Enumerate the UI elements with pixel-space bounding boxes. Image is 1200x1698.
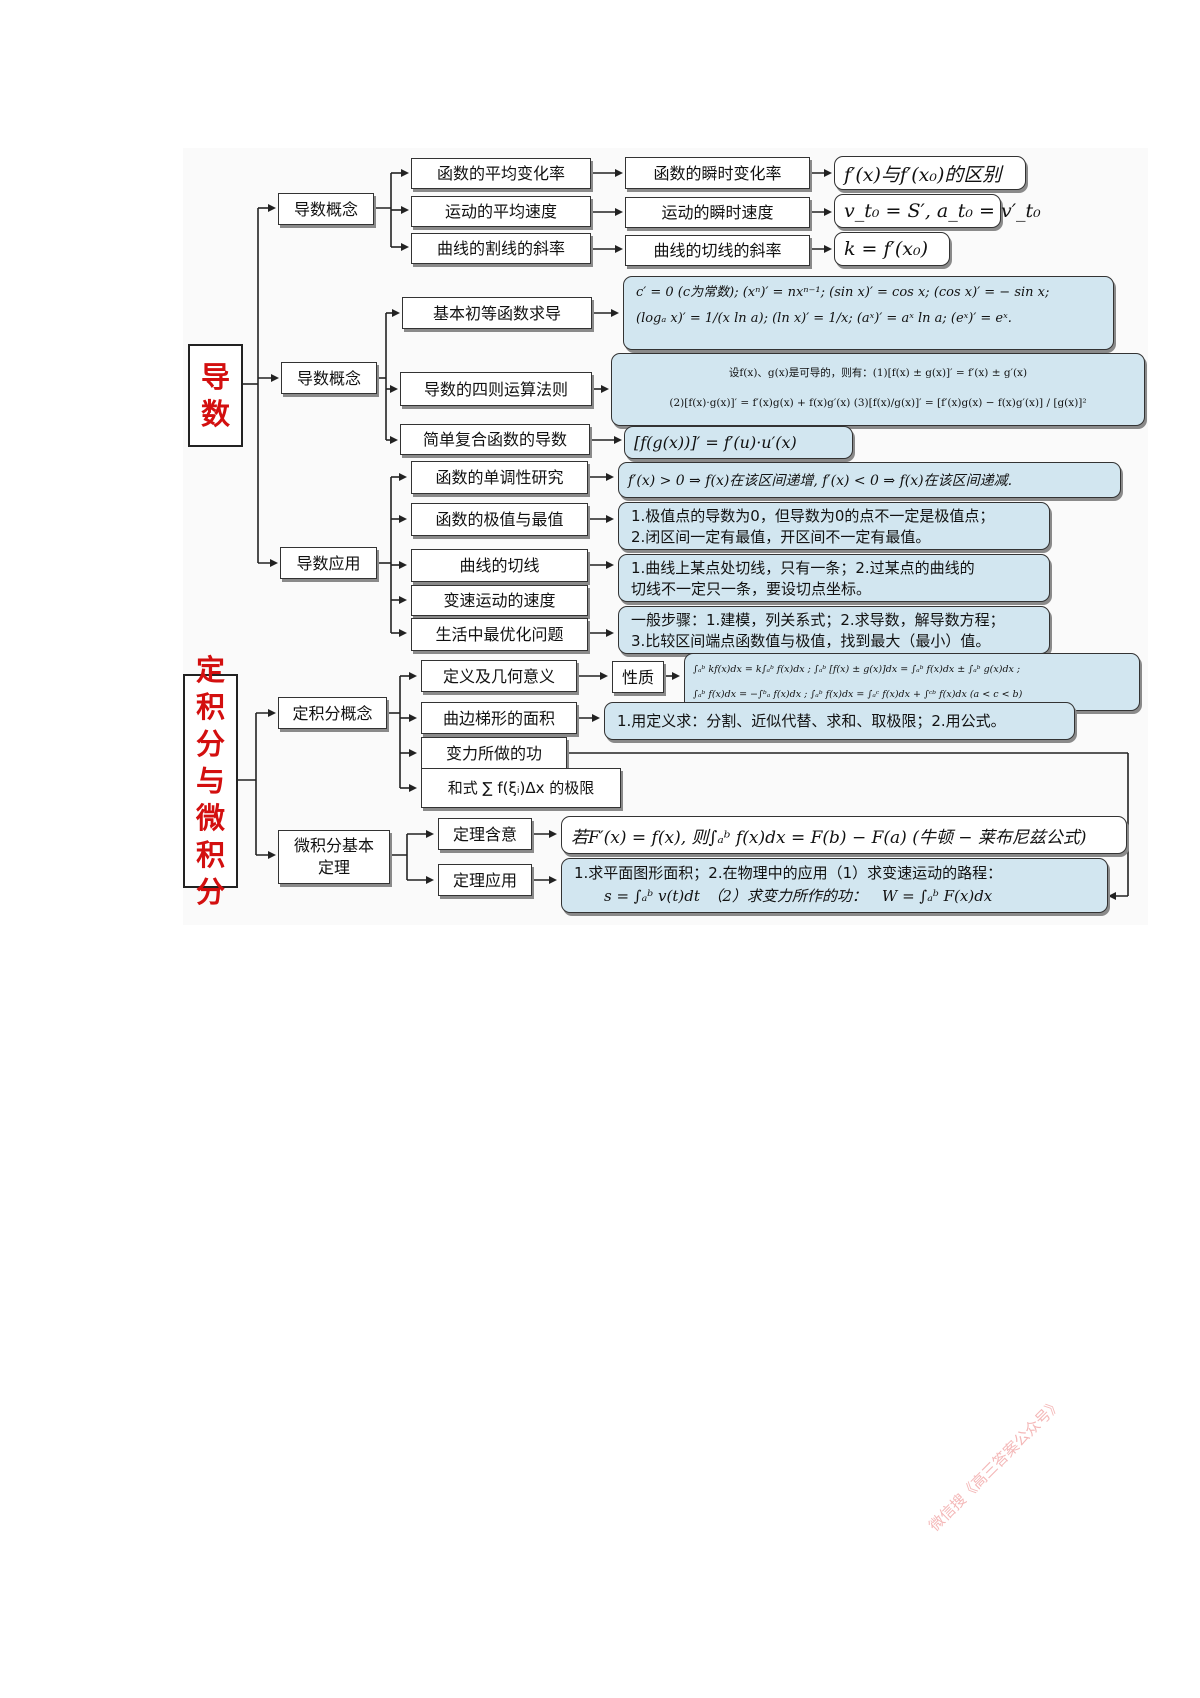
formula-monotonicity: f′(x) > 0 ⇒ f(x)在该区间递增, f′(x) < 0 ⇒ f(x)… (618, 462, 1121, 498)
root-integral: 定积分与微积分 (183, 653, 238, 909)
leaf-variable-speed: 变速运动的速度 (411, 585, 588, 616)
leaf-instantaneous-rate: 函数的瞬时变化率 (625, 157, 810, 189)
leaf-monotonicity: 函数的单调性研究 (411, 461, 588, 494)
leaf-composite-derivative: 简单复合函数的导数 (400, 424, 590, 455)
note-extrema-line-2: 2.闭区间一定有最值，开区间不一定有最值。 (631, 528, 931, 546)
formula-integral-prop-1: ∫ₐᵇ kf(x)dx = k∫ₐᵇ f(x)dx ; ∫ₐᵇ [f(x) ± … (693, 664, 1021, 675)
leaf-four-rules: 导数的四则运算法则 (400, 372, 592, 406)
leaf-optimization: 生活中最优化问题 (411, 618, 588, 651)
root-derivative: 导 数 (188, 344, 243, 447)
branch-integral-concept: 定积分概念 (278, 697, 387, 729)
leaf-variable-force-work: 变力所做的功 (421, 737, 567, 769)
note-tangent-line-2: 切线不一定只一条，要设切点坐标。 (631, 580, 872, 598)
leaf-definition-meaning: 定义及几何意义 (421, 660, 577, 692)
branch-derivative-concept-1: 导数概念 (278, 193, 374, 225)
leaf-average-rate: 函数的平均变化率 (411, 158, 591, 189)
leaf-basic-derivatives: 基本初等函数求导 (402, 297, 592, 329)
formula-rules-line-1: 设f(x)、g(x)是可导的，则有：(1)[f(x) ± g(x)]′ = f′… (728, 367, 1028, 379)
leaf-tangent-line: 曲线的切线 (411, 549, 588, 582)
leaf-property: 性质 (612, 661, 664, 693)
note-theorem-application-line-2: s = ∫ₐᵇ v(t)dt （2）求变力所作的功： W = ∫ₐᵇ F(x)d… (604, 887, 993, 905)
leaf-theorem-meaning: 定理含意 (438, 818, 532, 850)
formula-basic-derivatives: c′ = 0 (c为常数); (xⁿ)′ = nxⁿ⁻¹; (sin x)′ =… (623, 276, 1114, 350)
leaf-secant-slope: 曲线的割线的斜率 (411, 233, 591, 264)
leaf-extrema: 函数的极值与最值 (411, 503, 588, 536)
leaf-instantaneous-speed: 运动的瞬时速度 (625, 197, 810, 228)
note-extrema: 1.极值点的导数为0，但导数为0的点不一定是极值点； 2.闭区间一定有最值，开区… (618, 502, 1050, 550)
formula-velocity: v_t₀ = S′, a_t₀ = v′_t₀ (834, 194, 1041, 228)
formula-slope: k = f′(x₀) (834, 232, 950, 266)
note-tangent-line-1: 1.曲线上某点处切线，只有一条；2.过某点的曲线的 (631, 559, 975, 577)
leaf-average-speed: 运动的平均速度 (411, 196, 591, 227)
formula-distinction: f′(x)与f′(x₀)的区别 (834, 156, 1026, 190)
formula-rules-line-2: (2)[f(x)·g(x)]′ = f′(x)g(x) + f(x)g′(x) … (669, 397, 1087, 409)
formula-basic-line-1: c′ = 0 (c为常数); (xⁿ)′ = nxⁿ⁻¹; (sin x)′ =… (636, 285, 1050, 300)
note-optimization-line-1: 一般步骤：1.建模，列关系式；2.求导数，解导数方程； (631, 611, 1005, 629)
note-area: 1.用定义求：分割、近似代替、求和、取极限；2.用公式。 (604, 702, 1075, 740)
note-extrema-line-1: 1.极值点的导数为0，但导数为0的点不一定是极值点； (631, 507, 995, 525)
leaf-tangent-slope: 曲线的切线的斜率 (625, 235, 810, 266)
note-theorem-application-line-1: 1.求平面图形面积；2.在物理中的应用（1）求变速运动的路程： (574, 864, 1003, 882)
branch-derivative-application: 导数应用 (280, 547, 377, 579)
formula-basic-line-2: (logₐ x)′ = 1/(x ln a); (ln x)′ = 1/x; (… (636, 311, 1012, 326)
leaf-trapezoid-area: 曲边梯形的面积 (421, 702, 577, 734)
branch-derivative-concept-2: 导数概念 (281, 362, 377, 394)
note-tangent-line: 1.曲线上某点处切线，只有一条；2.过某点的曲线的 切线不一定只一条，要设切点坐… (618, 554, 1050, 602)
note-optimization: 一般步骤：1.建模，列关系式；2.求导数，解导数方程； 3.比较区间端点函数值与… (618, 606, 1050, 654)
formula-newton-leibniz: 若F′(x) = f(x), 则∫ₐᵇ f(x)dx = F(b) − F(a)… (561, 816, 1127, 854)
note-optimization-line-2: 3.比较区间端点函数值与极值，找到最大（最小）值。 (631, 632, 991, 650)
formula-chain-rule: [f(g(x))]′ = f′(u)·u′(x) (624, 426, 853, 459)
leaf-riemann-sum-limit: 和式 ∑ f(ξᵢ)Δx 的极限 (421, 768, 621, 808)
formula-integral-properties: ∫ₐᵇ kf(x)dx = k∫ₐᵇ f(x)dx ; ∫ₐᵇ [f(x) ± … (684, 653, 1140, 711)
leaf-theorem-application: 定理应用 (438, 864, 532, 896)
formula-four-rules: 设f(x)、g(x)是可导的，则有：(1)[f(x) ± g(x)]′ = f′… (611, 353, 1145, 426)
branch-fundamental-theorem: 微积分基本定理 (278, 830, 390, 884)
formula-integral-prop-2: ∫ₐᵇ f(x)dx = −∫ᵇₐ f(x)dx ; ∫ₐᵇ f(x)dx = … (693, 689, 1023, 700)
note-theorem-application: 1.求平面图形面积；2.在物理中的应用（1）求变速运动的路程： s = ∫ₐᵇ … (561, 858, 1108, 913)
